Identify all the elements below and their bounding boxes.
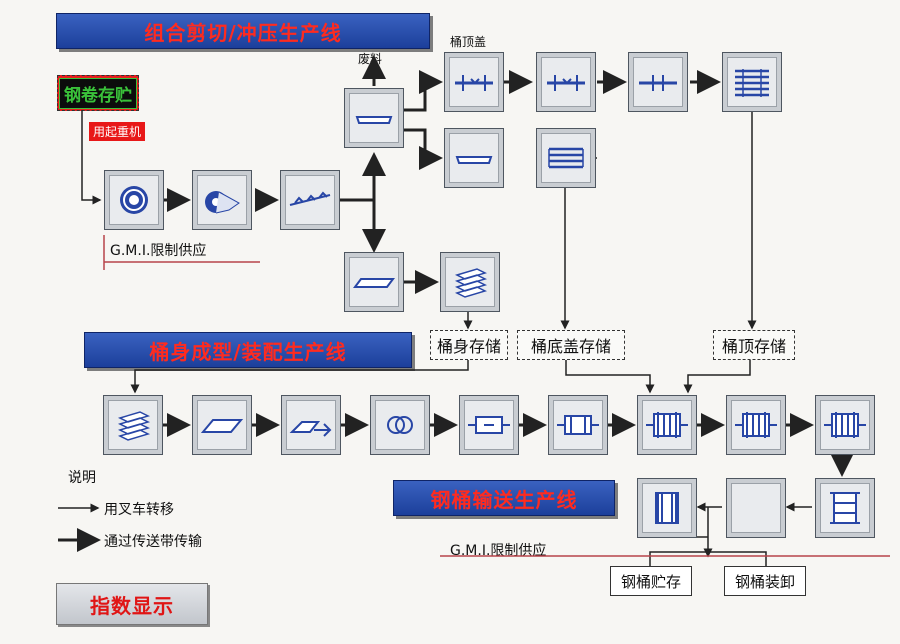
top-storage-label: 桶顶存储: [721, 337, 786, 356]
drum-test-box: [815, 395, 875, 455]
top-cover-box-2: [536, 52, 596, 112]
body-flange-box: [548, 395, 608, 455]
body-cut-box: [192, 395, 252, 455]
banner-indicator: 指数显示: [56, 583, 208, 625]
body-sheet-stack-box: [440, 252, 500, 312]
body-storage-label: 桶身存储: [436, 337, 501, 356]
banner-convey-line: 钢桶输送生产线: [393, 480, 615, 516]
drum-dry-box: [726, 478, 786, 538]
drum-body-icon: [735, 412, 777, 438]
coil-icon: [120, 186, 148, 214]
crane-label: 用起重机: [89, 122, 146, 141]
body-sheet-box: [344, 252, 404, 312]
coil-feed-icon: [205, 191, 240, 214]
top-cover-stack-box: [722, 52, 782, 112]
bottom-storage-label: 桶底盖存储: [530, 337, 611, 356]
gmi-top-label: G.M.I.限制供应: [110, 243, 207, 259]
roll-sheet-icon: [289, 421, 332, 437]
legend-title: 说明: [68, 470, 96, 486]
drum-seam-box: [726, 395, 786, 455]
top-cover-icon: [455, 75, 493, 91]
legend-forklift-label: 用叉车转移: [104, 502, 174, 518]
bottom-storage-box: 桶底盖存储: [517, 330, 625, 360]
sheet-icon: [353, 278, 395, 288]
banner-body-line: 桶身成型/装配生产线: [84, 332, 412, 368]
sheet-icon: [200, 419, 244, 433]
top-storage-box: 桶顶存储: [713, 330, 795, 360]
drum-body-icon: [468, 416, 510, 434]
drum-storage-label: 钢桶贮存: [620, 572, 681, 591]
stack-icon: [548, 147, 584, 169]
legend-conveyor-label: 通过传送带传输: [104, 534, 202, 550]
drum-upright-icon: [655, 492, 679, 524]
drum-unload-label: 钢桶装卸: [734, 572, 795, 591]
coil-storage-box: 钢卷存贮: [57, 75, 139, 111]
body-storage-box: 桶身存储: [430, 330, 508, 360]
bottom-cover-icon: [455, 156, 493, 164]
stack-icon: [117, 411, 151, 441]
rings-icon: [387, 416, 413, 434]
top-cover-icon: [639, 75, 677, 91]
body-weld-box: [459, 395, 519, 455]
banner-cut-line: 组合剪切/冲压生产线: [56, 13, 430, 49]
top-cover-box-1: [444, 52, 504, 112]
body-form-box: [370, 395, 430, 455]
coil-storage-label: 钢卷存贮: [59, 77, 137, 109]
stack-icon: [454, 268, 488, 298]
top-cover-icon: [547, 75, 585, 91]
coil-unwinder-box: [104, 170, 164, 230]
drum-unload-box: 钢桶装卸: [724, 566, 806, 596]
drum-storage-box: 钢桶贮存: [610, 566, 692, 596]
top-cover-label: 桶顶盖: [450, 35, 487, 49]
top-cover-box-3: [628, 52, 688, 112]
shear-icon: [289, 191, 331, 206]
drum-body-icon: [824, 412, 866, 438]
drum-upright-icon: [830, 492, 860, 524]
blank-icon: [355, 116, 393, 124]
bottom-cover-stack-box: [536, 128, 596, 188]
bottom-cover-box: [444, 128, 504, 188]
press-box: [344, 88, 404, 148]
body-feed-box: [103, 395, 163, 455]
shear-box: [280, 170, 340, 230]
gmi-bottom-label: G.M.I.限制供应: [450, 543, 547, 559]
coil-feeder-box: [192, 170, 252, 230]
drum-body-icon: [646, 412, 688, 438]
drum-body-icon: [557, 415, 599, 435]
body-roll-box: [281, 395, 341, 455]
drum-finish-box: [637, 478, 697, 538]
drum-assembly-box: [637, 395, 697, 455]
drum-paint-box: [815, 478, 875, 538]
stack-icon: [735, 69, 769, 97]
